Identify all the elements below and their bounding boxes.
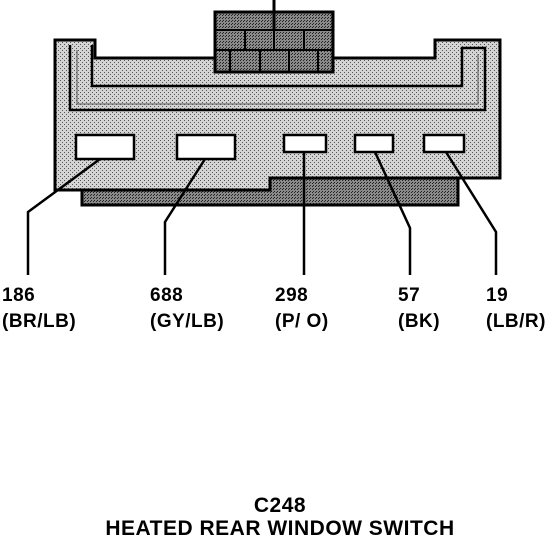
pin-leader-line-1 [26, 157, 101, 275]
pin-circuit-number: 19 [486, 285, 509, 306]
pin-wire-color: (BR/LB) [2, 311, 77, 332]
pin-label-5: 19 (LB/R) [486, 283, 546, 335]
pin-label-1: 186 (BR/LB) [2, 283, 76, 335]
pin-label-3: 298 (P/ O) [275, 283, 329, 335]
pin-label-2: 688 (GY/LB) [150, 283, 224, 335]
pin-circuit-number: 57 [398, 285, 421, 306]
pin-circuit-number: 688 [150, 285, 184, 306]
pin-label-4: 57 (BK) [398, 283, 440, 335]
terminal-cavity-3 [282, 133, 328, 154]
pin-leader-line-4 [373, 151, 412, 275]
pin-leader-line-2 [163, 158, 207, 275]
pin-wire-color: (LB/R) [486, 311, 546, 332]
pin-circuit-number: 186 [2, 285, 36, 306]
terminal-cavity-4 [353, 133, 395, 154]
terminal-cavity-5 [422, 133, 466, 154]
terminal-cavity-1 [74, 133, 136, 161]
connector-id: C248 [253, 494, 307, 517]
pin-wire-color: (GY/LB) [150, 311, 225, 332]
pin-wire-color: (P/ O) [275, 311, 329, 332]
connector-latch [213, 0, 335, 74]
pin-wire-color: (BK) [398, 311, 441, 332]
component-name: HEATED REAR WINDOW SWITCH [105, 517, 455, 540]
terminal-cavity-2 [175, 133, 237, 161]
connector-locking-channel [68, 45, 487, 112]
pin-leader-line-5 [444, 151, 498, 275]
pin-circuit-number: 298 [275, 285, 309, 306]
